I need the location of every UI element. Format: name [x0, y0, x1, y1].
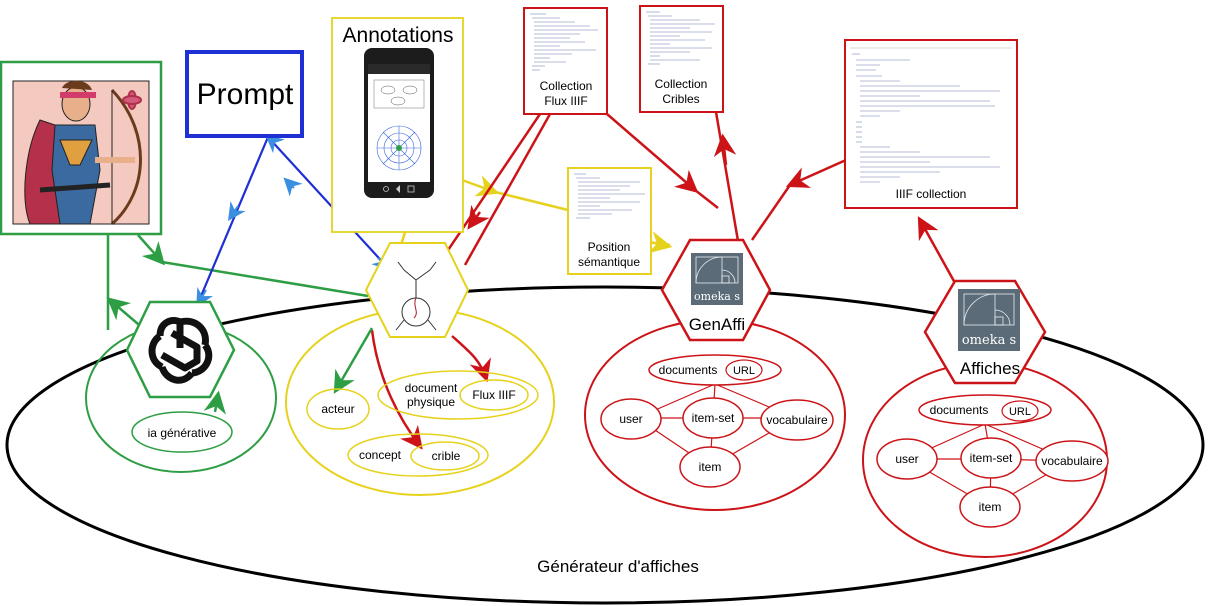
json-preview-position — [574, 173, 645, 219]
affiches-cluster: omeka s Affiches documents URL user item… — [862, 279, 1109, 558]
genaffi-cluster: omeka s GenAffi documents URL user item-… — [584, 238, 846, 511]
genaffi-documents-label: documents — [659, 363, 718, 377]
acteur-label: acteur — [321, 402, 354, 416]
affiches-item-label: item — [979, 500, 1002, 514]
collection-flux-label-2: Flux IIIF — [544, 94, 587, 108]
collection-flux-box: Collection Flux IIIF — [523, 7, 608, 115]
prompt-label: Prompt — [197, 78, 294, 111]
affiches-vocabulaire-label: vocabulaire — [1041, 454, 1103, 468]
affiches-title: Affiches — [960, 359, 1020, 378]
doc-physique-label-2: physique — [407, 395, 455, 409]
genaffi-omeka-logo: omeka s — [691, 253, 743, 305]
position-label-2: sémantique — [578, 255, 640, 269]
affiches-user-label: user — [895, 452, 918, 466]
json-preview-cribles — [646, 11, 715, 65]
phone-screenshot — [364, 48, 434, 198]
red-connections — [370, 111, 957, 450]
annotations-box: Annotations — [331, 17, 464, 233]
json-preview-iiif — [850, 47, 1012, 183]
neuron-icon — [395, 261, 437, 331]
genaffi-logo-text: omeka s — [694, 290, 740, 303]
neuron-hexagon — [364, 242, 470, 338]
ia-hexagon — [125, 300, 236, 399]
affiches-url-label: URL — [1009, 406, 1031, 418]
green-acteur-arrow — [333, 327, 374, 394]
annotations-label: Annotations — [343, 24, 454, 47]
yellow-cluster: acteur document physique Flux IIIF conce… — [285, 242, 555, 496]
openai-logo-icon — [148, 317, 213, 384]
prompt-box: Prompt — [185, 50, 304, 138]
collection-cribles-box: Collection Cribles — [639, 5, 724, 113]
genaffi-title: GenAffi — [689, 315, 745, 334]
affiches-documents-label: documents — [930, 403, 989, 417]
iiif-collection-box: IIIF collection — [844, 39, 1018, 209]
crible-label: crible — [432, 449, 461, 463]
generator-ellipse — [5, 285, 1205, 605]
concept-label: concept — [359, 448, 402, 462]
genaffi-item-label: item — [699, 460, 722, 474]
generator-label: Générateur d'affiches — [537, 557, 699, 576]
genaffi-vocabulaire-label: vocabulaire — [766, 413, 828, 427]
doc-physique-label-1: document — [405, 381, 458, 395]
collection-cribles-label-2: Cribles — [662, 92, 699, 106]
position-semantique-box: Position sémantique — [567, 167, 652, 275]
genaffi-itemset-label: item-set — [692, 411, 735, 425]
blue-connections — [194, 136, 389, 309]
position-label-1: Position — [588, 240, 631, 254]
flux-iiif-label: Flux IIIF — [472, 388, 515, 402]
genaffi-url-label: URL — [733, 365, 755, 377]
genaffi-user-label: user — [619, 412, 642, 426]
ia-cluster: ia générative — [85, 300, 277, 473]
json-preview-flux — [530, 13, 598, 71]
affiches-logo-text: omeka s — [962, 333, 1016, 348]
collection-cribles-label-1: Collection — [655, 77, 708, 91]
iiif-collection-label: IIIF collection — [896, 187, 967, 201]
archer-image-box — [0, 60, 163, 236]
affiches-itemset-label: item-set — [970, 451, 1013, 465]
ia-label: ia générative — [148, 426, 217, 440]
collection-flux-label-1: Collection — [540, 79, 593, 93]
affiches-omeka-logo: omeka s — [958, 289, 1020, 351]
